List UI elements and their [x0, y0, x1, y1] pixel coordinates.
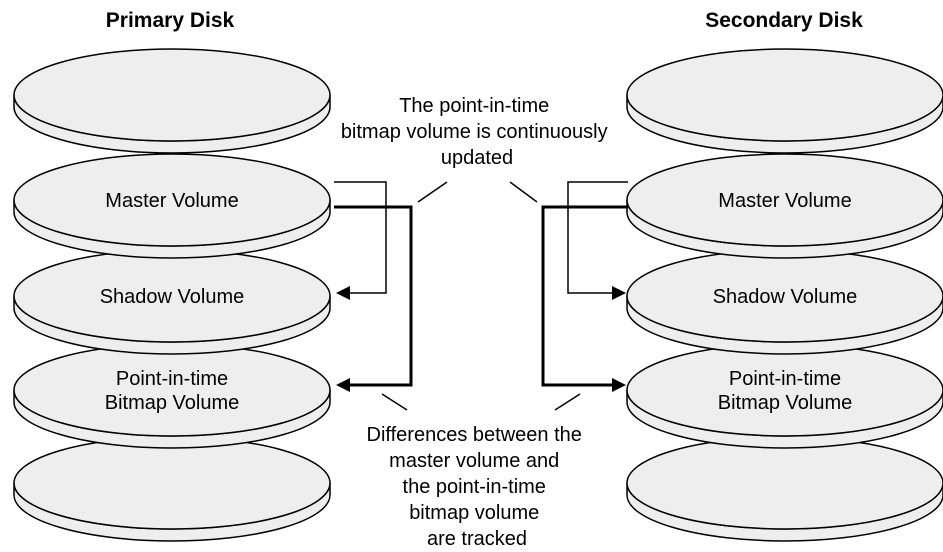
tracking-note-line: are tracked [427, 528, 527, 550]
tracking-note-line: master volume and [389, 450, 559, 472]
secondary-shadow-volume-disk: Shadow Volume [626, 249, 943, 355]
secondary-master-volume-disk: Master Volume [626, 153, 943, 259]
update-note-line: bitmap volume is continuously [341, 121, 608, 143]
update-note: The point-in-time bitmap volume is conti… [341, 95, 613, 169]
secondary-disk-title: Secondary Disk [705, 9, 863, 32]
volume-label: Shadow Volume [713, 286, 858, 308]
secondary-bitmap-link [541, 205, 628, 392]
volume-label: Point-in-time [116, 368, 228, 390]
volume-label: Master Volume [718, 190, 851, 212]
disk-face [626, 153, 943, 247]
disk-face [13, 343, 331, 437]
update-note-line: updated [441, 147, 513, 169]
tracking-note: Differences between the master volume an… [367, 424, 588, 550]
volume-label: Point-in-time [729, 368, 841, 390]
disk-face [626, 343, 943, 437]
primary-shadow-link [334, 181, 387, 300]
volume-label: Bitmap Volume [105, 392, 240, 414]
primary-disk-title: Primary Disk [106, 9, 235, 32]
volume-label: Master Volume [105, 190, 238, 212]
volume-label: Shadow Volume [100, 286, 245, 308]
disk-face [626, 48, 943, 142]
disk-face [13, 48, 331, 142]
disk-face [13, 436, 331, 530]
primary-bitmap-link [334, 205, 413, 392]
secondary-bottom-disk-platter [626, 436, 943, 542]
secondary-shadow-link [567, 181, 628, 300]
tracking-note-line: Differences between the [367, 424, 582, 446]
bottom-note-pointer-right [554, 393, 581, 411]
update-note-line: The point-in-time [399, 95, 549, 117]
primary-bottom-disk-platter [13, 436, 331, 542]
arrowhead-icon [612, 286, 626, 300]
top-note-pointer-left [417, 181, 448, 203]
disk-face [626, 436, 943, 530]
primary-shadow-volume-disk: Shadow Volume [13, 249, 331, 355]
secondary-top-disk-platter [626, 48, 943, 154]
tracking-note-line: bitmap volume [409, 502, 539, 524]
volume-label: Bitmap Volume [718, 392, 853, 414]
arrowhead-icon [336, 286, 350, 300]
primary-master-volume-disk: Master Volume [13, 153, 331, 259]
primary-top-disk-platter [13, 48, 331, 154]
arrowhead-icon [336, 378, 350, 392]
bottom-note-pointer-left [381, 393, 408, 411]
arrowhead-icon [612, 378, 626, 392]
tracking-note-line: the point-in-time [403, 476, 546, 498]
top-note-pointer-right [509, 181, 538, 203]
disk-face [13, 153, 331, 247]
